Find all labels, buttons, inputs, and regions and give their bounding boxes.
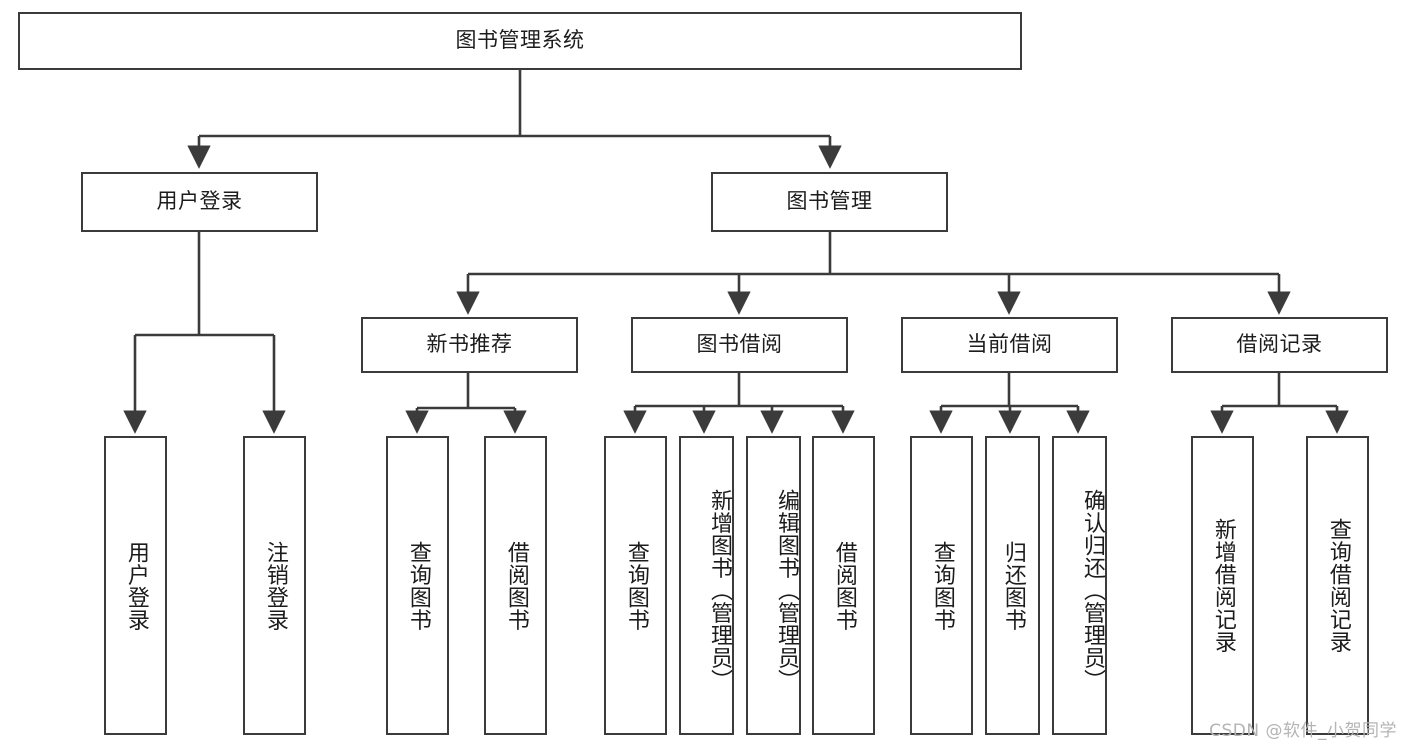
leaf-current-confirm-return-admin[interactable]: 确认归还（管理员） [1052,436,1107,735]
leaf-user-login-signin[interactable]: 用户登录 [104,436,167,735]
leaf-borrow-edit-book-admin[interactable]: 编辑图书（管理员） [746,436,801,735]
node-new-book-recommend[interactable]: 新书推荐 [361,317,578,373]
node-root-system[interactable]: 图书管理系统 [18,12,1022,70]
leaf-borrow-add-book-admin[interactable]: 新增图书（管理员） [679,436,734,735]
watermark-text: CSDN @软件_小贺同学 [1209,721,1397,741]
leaf-borrow-borrow-book[interactable]: 借阅图书 [812,436,875,735]
leaf-current-return-book[interactable]: 归还图书 [985,436,1040,735]
node-borrow-records[interactable]: 借阅记录 [1171,317,1388,373]
leaf-recommend-borrow-book[interactable]: 借阅图书 [484,436,547,735]
leaf-records-add-record[interactable]: 新增借阅记录 [1191,436,1254,735]
leaf-recommend-query-book[interactable]: 查询图书 [386,436,449,735]
leaf-borrow-query-book[interactable]: 查询图书 [604,436,667,735]
leaf-current-query-book[interactable]: 查询图书 [910,436,973,735]
leaf-user-login-signout[interactable]: 注销登录 [243,436,306,735]
node-book-management[interactable]: 图书管理 [711,172,948,232]
node-user-login[interactable]: 用户登录 [81,172,318,232]
node-current-borrow[interactable]: 当前借阅 [901,317,1118,373]
leaf-records-query-record[interactable]: 查询借阅记录 [1306,436,1369,735]
node-book-borrow[interactable]: 图书借阅 [631,317,848,373]
